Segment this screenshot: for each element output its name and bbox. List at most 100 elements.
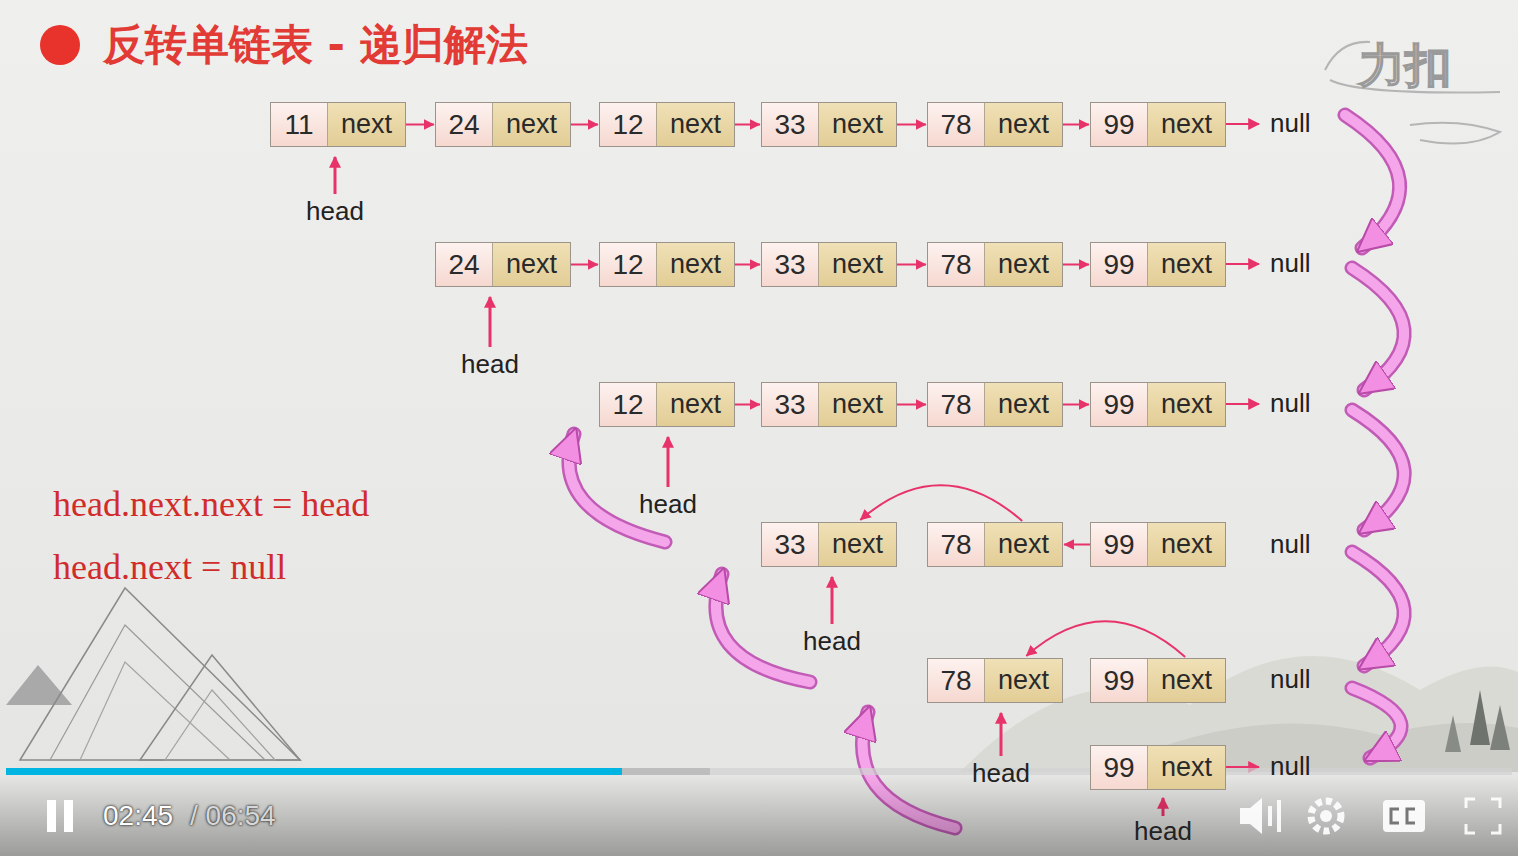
next-pointer — [1064, 544, 1090, 546]
next-label: next — [998, 665, 1049, 696]
next-cell: next — [656, 243, 734, 286]
value-cell: 11 — [271, 103, 327, 146]
value-cell: 99 — [1091, 383, 1147, 426]
node-value: 78 — [940, 529, 971, 561]
node-value: 78 — [940, 109, 971, 141]
list-node: 33next — [761, 242, 897, 287]
list-node: 78 next — [927, 382, 1063, 427]
control-shade — [0, 776, 1518, 856]
recursion-arrows — [569, 115, 1404, 828]
head-pointer — [831, 577, 834, 624]
list-node: 78 next — [927, 102, 1063, 147]
title-dot — [40, 25, 80, 65]
hill — [960, 656, 1518, 772]
node-value: 33 — [774, 109, 805, 141]
head-pointer — [334, 157, 337, 194]
null-label: null — [1270, 664, 1310, 695]
node-value: 33 — [774, 529, 805, 561]
recursion-arrow — [1352, 268, 1404, 390]
value-cell: 78 — [928, 383, 984, 426]
null-pointer — [1226, 403, 1259, 405]
null-pointers — [1226, 124, 1259, 767]
next-cell: next — [1147, 383, 1225, 426]
next-pointer — [1063, 124, 1089, 126]
list-node: 33next — [761, 522, 897, 567]
next-pointer — [735, 264, 760, 266]
next-cell: next — [1147, 659, 1225, 702]
list-node: 12next — [599, 382, 735, 427]
next-label: next — [506, 109, 557, 140]
list-node: 99 next — [1090, 745, 1226, 790]
progress-buffer — [6, 768, 710, 775]
head-label: head — [803, 626, 861, 657]
next-pointer — [735, 124, 760, 126]
next-cell: next — [1147, 523, 1225, 566]
value-cell: 78 — [928, 243, 984, 286]
node-value: 99 — [1103, 109, 1134, 141]
return-arrow — [569, 434, 665, 542]
next-pointer — [1063, 264, 1089, 266]
next-label: next — [1161, 109, 1212, 140]
next-label: next — [1161, 665, 1212, 696]
next-label: next — [1161, 249, 1212, 280]
value-cell: 12 — [600, 103, 656, 146]
return-arrow — [716, 574, 810, 682]
node-value: 99 — [1103, 752, 1134, 784]
next-cell: next — [656, 103, 734, 146]
slide-title: 反转单链表 - 递归解法 — [103, 18, 528, 72]
value-cell: 33 — [762, 243, 818, 286]
next-cell: next — [1147, 243, 1225, 286]
null-label: null — [1270, 529, 1310, 560]
node-value: 12 — [612, 249, 643, 281]
next-label: next — [670, 389, 721, 420]
recursion-arrow — [1352, 410, 1404, 530]
recursion-arrows-outline — [569, 115, 1404, 828]
recursion-arrow — [1352, 410, 1404, 530]
node-value: 12 — [612, 109, 643, 141]
settings-icon — [1320, 810, 1332, 822]
next-pointer — [1063, 404, 1089, 406]
current-time: 02:45 — [103, 799, 173, 833]
next-pointer — [897, 404, 926, 406]
next-cell: next — [984, 523, 1062, 566]
value-cell: 78 — [928, 523, 984, 566]
pause-icon — [47, 800, 56, 832]
null-pointer — [1226, 123, 1259, 125]
caption-icon — [1391, 809, 1415, 823]
return-arrow — [569, 434, 665, 542]
list-node: 33next — [761, 382, 897, 427]
head-label: head — [1134, 816, 1192, 847]
list-node: 99next — [1090, 242, 1226, 287]
head-label: head — [639, 489, 697, 520]
list-node: 33 next — [761, 102, 897, 147]
next-cell: next — [818, 103, 896, 146]
next-pointer — [897, 264, 926, 266]
value-cell: 24 — [436, 243, 492, 286]
next-pointer — [1026, 621, 1185, 657]
recursion-arrow — [1352, 268, 1404, 390]
mountain — [140, 655, 300, 760]
mountain — [165, 690, 275, 760]
recursion-arrow — [1345, 115, 1400, 248]
head-label: head — [461, 349, 519, 380]
next-label: next — [998, 249, 1049, 280]
next-cell: next — [818, 383, 896, 426]
list-node: 99next — [1090, 658, 1226, 703]
next-label: next — [998, 389, 1049, 420]
list-node: 12 next — [599, 242, 735, 287]
node-value: 78 — [940, 389, 971, 421]
value-cell: 24 — [436, 103, 492, 146]
next-label: next — [670, 109, 721, 140]
volume-icon — [1268, 806, 1272, 826]
next-cell: next — [1147, 746, 1225, 789]
recursion-arrow — [1352, 552, 1404, 666]
next-label: next — [341, 109, 392, 140]
node-value: 24 — [448, 249, 479, 281]
pause-icon — [64, 800, 73, 832]
next-cell: next — [984, 103, 1062, 146]
head-pointer — [667, 437, 670, 487]
value-cell: 78 — [928, 103, 984, 146]
list-node: 12 next — [599, 102, 735, 147]
recursion-arrow — [1352, 688, 1401, 758]
next-pointer — [571, 264, 598, 266]
